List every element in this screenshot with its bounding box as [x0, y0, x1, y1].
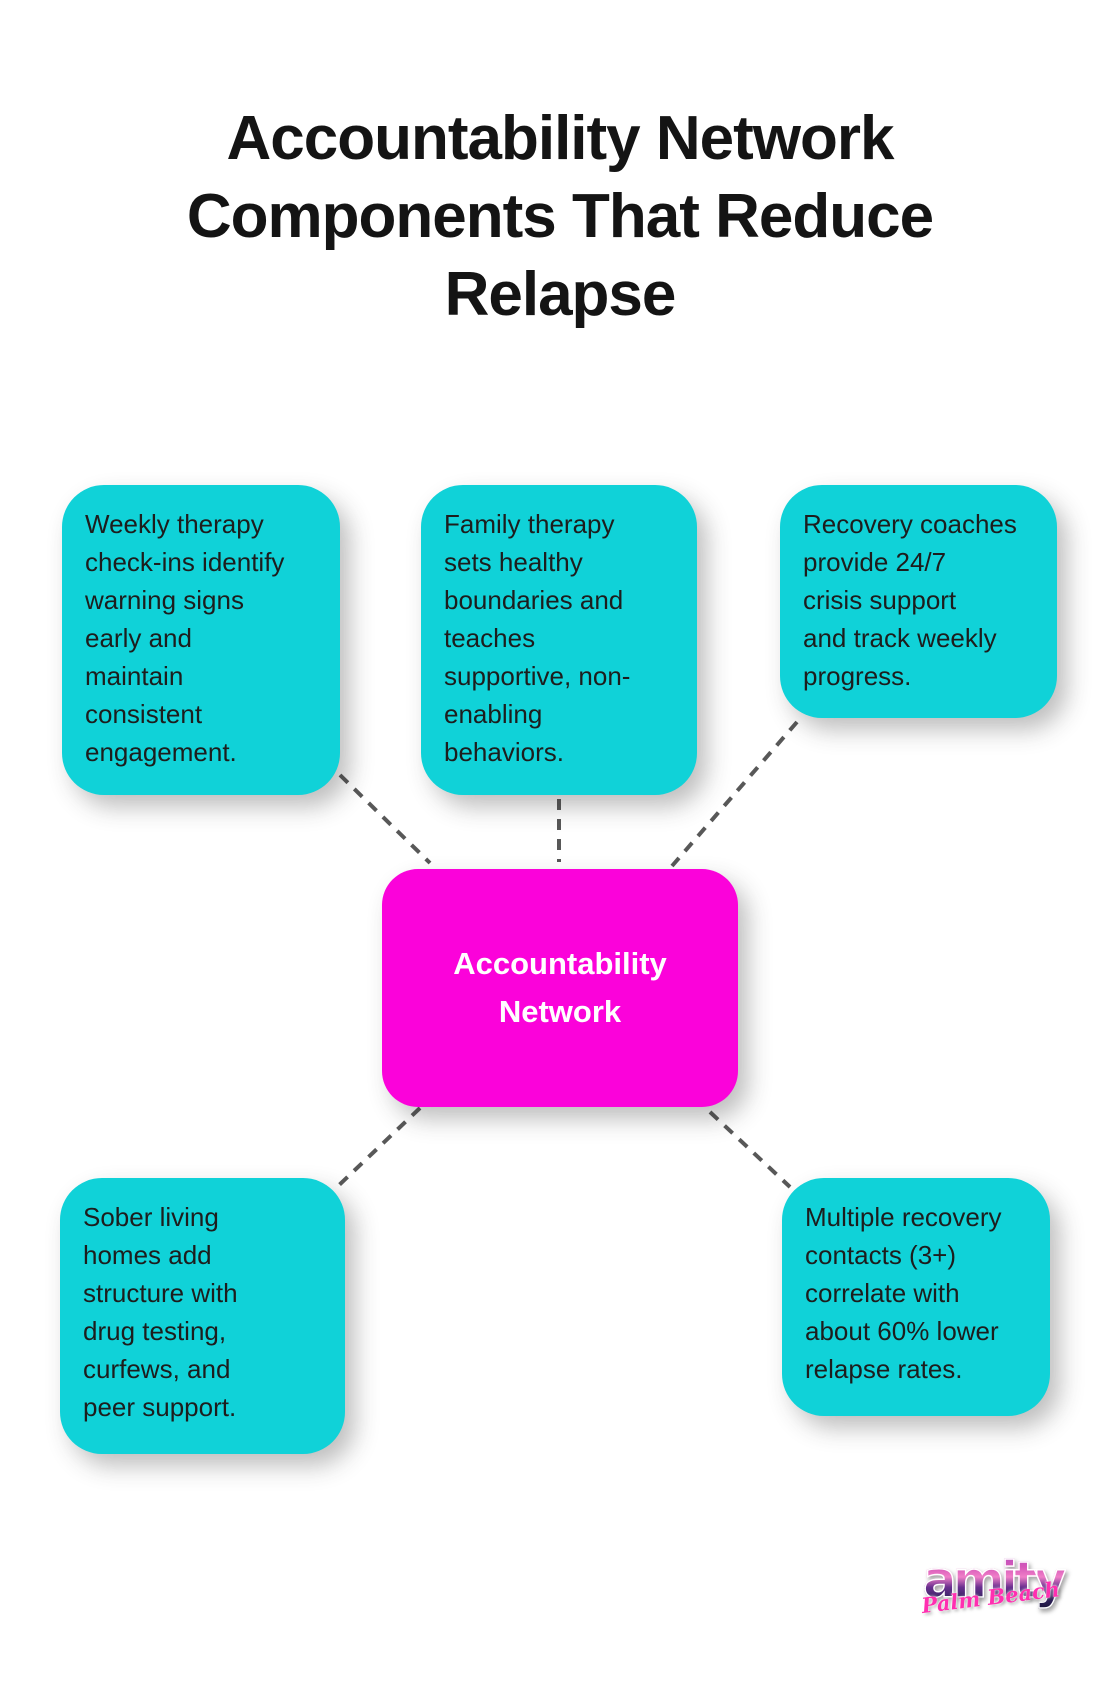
node-weekly-therapy: Weekly therapy check-ins identify warnin…	[62, 485, 340, 795]
amity-palm-beach-logo: amity Palm Beach	[920, 1550, 1073, 1636]
logo-brand-text: amity	[922, 1550, 1073, 1610]
page-title: Accountability Network Components That R…	[0, 100, 1120, 334]
node-family-therapy: Family therapy sets healthy boundaries a…	[421, 485, 697, 795]
page-title-line-1: Accountability Network	[226, 104, 895, 173]
node-sober-living: Sober living homes add structure with dr…	[60, 1178, 345, 1454]
page-title-line-3: Relapse	[444, 260, 677, 329]
connector-bottom-right	[708, 1110, 792, 1189]
node-multiple-contacts: Multiple recovery contacts (3+) correlat…	[782, 1178, 1050, 1416]
page-title-line-2: Components That Reduce	[186, 182, 934, 251]
node-recovery-coaches: Recovery coaches provide 24/7 crisis sup…	[780, 485, 1057, 718]
center-node-accountability-network: Accountability Network	[382, 869, 738, 1107]
connector-bottom-left	[335, 1106, 422, 1189]
connector-top-left	[338, 773, 432, 865]
